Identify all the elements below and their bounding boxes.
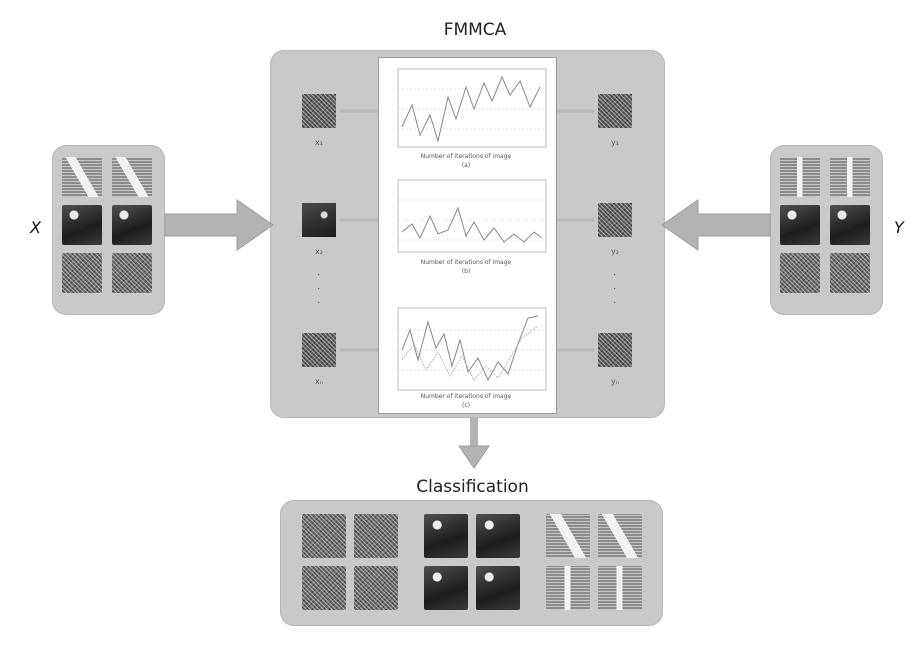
image-tile [302,514,346,558]
image-tile [354,514,398,558]
plot-a-xlabel: Number of iterations of image [406,153,526,160]
line-plot-b [378,172,555,272]
plot-c-caption: (c) [406,402,526,409]
image-tile [302,566,346,610]
arrow-down-to-classification [455,418,495,470]
classification-title: Classification [395,477,550,497]
image-tile [476,566,520,610]
plot-a-caption: (a) [406,162,526,169]
image-tile [424,514,468,558]
image-tile [546,566,590,610]
line-plot-c [378,300,555,400]
classification-panel [280,500,663,626]
image-tile [354,566,398,610]
plot-b-caption: (b) [406,268,526,275]
image-tile [546,514,590,558]
plot-c-xlabel: Number of iterations of image [406,393,526,400]
image-tile [424,566,468,610]
image-tile [598,514,642,558]
plot-b-xlabel: Number of iterations of image [406,259,526,266]
image-tile [598,566,642,610]
image-tile [476,514,520,558]
